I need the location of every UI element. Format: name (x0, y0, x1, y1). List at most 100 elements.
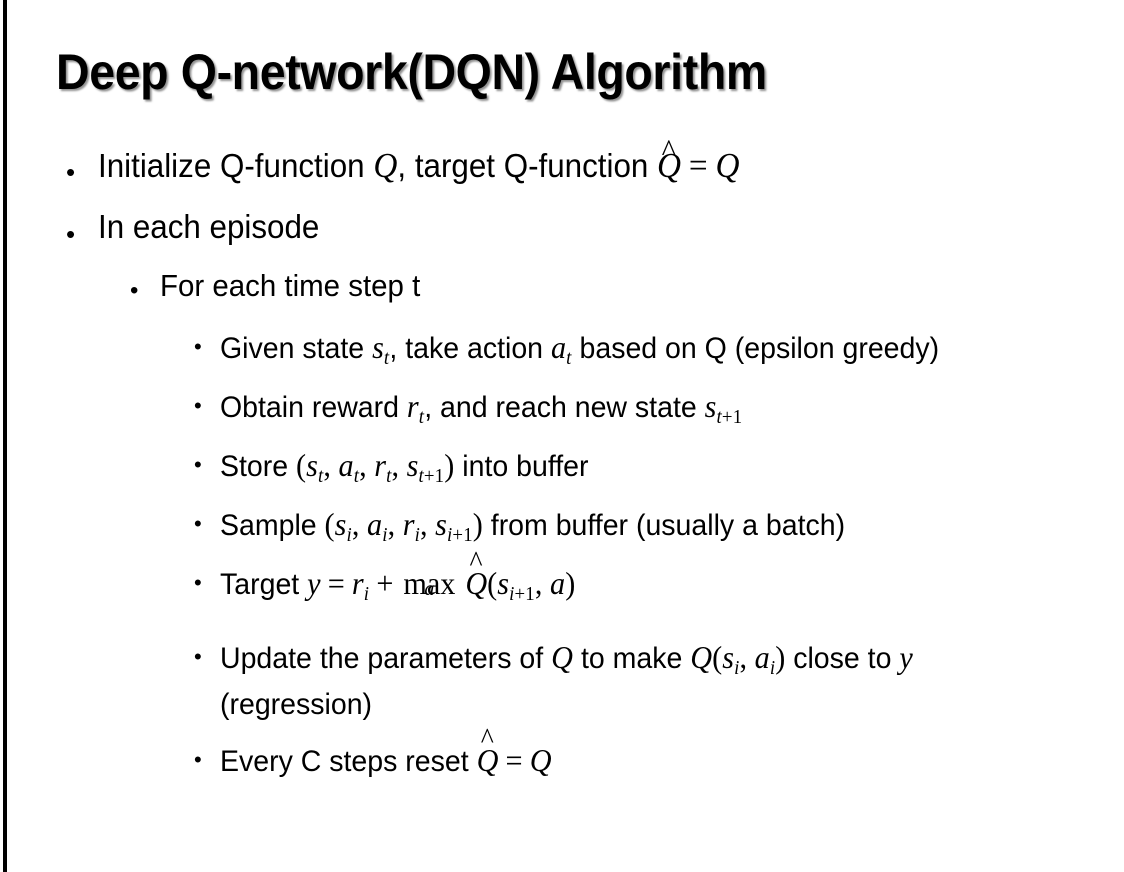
text-given-state-suffix: based on Q (epsilon greedy) (571, 331, 940, 365)
bullet-marker: • (130, 276, 139, 304)
math-qhat-base: Q (657, 146, 682, 185)
math-paren-close: ) (472, 507, 483, 543)
math-sub-var: i (446, 524, 453, 547)
list-item-sample: • Sample (si, ai, ri, si+1) from buffer … (0, 502, 1124, 550)
text-initialize-prefix: Initialize Q-function (98, 147, 374, 184)
math-qhat: ^Q (657, 134, 682, 185)
math-var-q2: Q (690, 640, 713, 676)
math-var-s1: s (306, 448, 318, 484)
math-paren-open: ( (487, 566, 498, 602)
math-sub-plus-one: +1 (423, 464, 445, 487)
math-qhat-base: Q (465, 566, 488, 602)
math-var-a: a (550, 329, 567, 365)
text-sample-suffix: from buffer (usually a batch) (482, 509, 846, 543)
math-comma-3: , (391, 448, 407, 484)
text-update-close-to: close to (785, 642, 900, 676)
math-sub-i2: i (769, 657, 776, 680)
math-equals: = (688, 146, 708, 185)
circumflex-accent-icon: ^ (661, 131, 676, 168)
math-var-q: Q (373, 146, 398, 185)
math-sub-t2: t (566, 346, 572, 369)
math-paren-open: ( (712, 640, 723, 676)
math-comma-1: , (323, 448, 339, 484)
list-item-text: Given state st, take action at based on … (220, 325, 1047, 373)
math-var-q: Q (529, 743, 552, 779)
list-item-text: Obtain reward rt, and reach new state st… (220, 384, 1047, 432)
math-var-y: y (307, 566, 321, 602)
math-var-r: r (351, 566, 364, 602)
list-item-every-c-steps: • Every C steps reset ^Q=Q (0, 725, 1124, 785)
math-sub-i1: i (346, 524, 352, 547)
math-var-s: s (372, 329, 384, 365)
list-item-text: For each time step t (160, 267, 421, 303)
math-var-q2: Q (715, 146, 740, 185)
math-sub-t3: t (386, 464, 392, 487)
text-given-state-prefix: Given state (220, 331, 373, 365)
text-update-prefix: Update the parameters of (220, 642, 552, 676)
page-title: Deep Q-network(DQN) Algorithm (56, 44, 767, 100)
text-target-prefix: Target (220, 568, 308, 602)
math-max-label: max (403, 566, 456, 602)
math-sub-t-plus-1: t+1 (716, 406, 742, 428)
slide-left-edge-bar (3, 0, 7, 872)
text-initialize-mid: , target Q-function (397, 147, 658, 184)
math-var-s1: s (334, 507, 347, 543)
list-item-text: Initialize Q-function Q, target Q-functi… (98, 134, 1035, 185)
math-sub-t-plus-1: t+1 (418, 465, 444, 487)
math-sub-var: i (509, 583, 515, 606)
math-var-r1: r (402, 507, 415, 543)
math-paren-open: ( (324, 507, 335, 543)
list-item-text: Sample (si, ai, ri, si+1) from buffer (u… (220, 502, 1047, 550)
list-item-in-each-episode: • In each episode (0, 207, 1124, 247)
circumflex-accent-icon: ^ (469, 546, 483, 579)
math-var-s2: s (406, 448, 419, 484)
text-given-state-mid: , take action (389, 331, 551, 365)
math-equals: = (327, 566, 345, 602)
list-item-store: • Store (st, at, rt, st+1) into buffer (0, 443, 1124, 491)
math-var-s: s (722, 640, 735, 676)
bullet-marker: • (194, 333, 202, 359)
math-sub-t1: t (317, 464, 324, 487)
math-sub-t: t (383, 346, 390, 369)
math-var-a1: a (367, 507, 383, 543)
math-sub-var: t (716, 405, 722, 428)
text-update-suffix: (regression) (220, 688, 373, 722)
math-var-a: a (754, 640, 770, 676)
text-obtain-prefix: Obtain reward (220, 391, 407, 425)
math-var-s2: s (435, 507, 447, 543)
math-var-y: y (899, 640, 913, 676)
math-comma: , (739, 640, 755, 676)
bullet-marker: • (66, 218, 76, 249)
math-var-s: s (497, 566, 510, 602)
math-sub-i-plus-1: i+1 (447, 524, 473, 546)
math-max-subscript: a (424, 575, 435, 600)
math-sub-plus-one: +1 (452, 524, 473, 547)
math-var-r: r (406, 389, 419, 425)
math-paren-close: ) (775, 640, 786, 676)
circumflex-accent-icon: ^ (480, 723, 494, 756)
math-qhat: ^Q (465, 547, 488, 608)
list-item-text: Store (st, at, rt, st+1) into buffer (220, 443, 1047, 491)
bullet-marker: • (194, 511, 202, 537)
math-comma-1: , (351, 507, 368, 543)
math-qhat: ^Q (477, 725, 499, 785)
list-item-text: In each episode (98, 207, 320, 245)
bullet-marker: • (194, 747, 202, 773)
math-sub-t: t (418, 405, 425, 428)
math-sub-i1: i (734, 657, 740, 680)
math-paren-close: ) (565, 566, 576, 602)
math-sub-i2: i (382, 524, 388, 547)
math-var-r1: r (374, 448, 387, 484)
list-item-for-each-time-step: • For each time step t (0, 267, 1124, 304)
bullet-marker: • (194, 570, 202, 596)
math-sub-plus-one: +1 (514, 583, 535, 606)
math-comma-2: , (359, 448, 375, 484)
math-var-a: a (549, 566, 566, 602)
text-store-prefix: Store (220, 450, 297, 484)
math-sub-var: t (418, 464, 424, 487)
text-every-c-prefix: Every C steps reset (220, 745, 477, 779)
